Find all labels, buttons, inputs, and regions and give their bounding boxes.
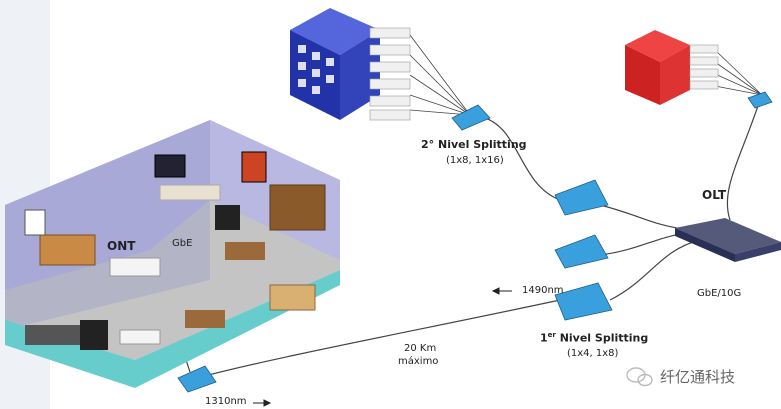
splitter-first-level	[554, 282, 613, 321]
splitter1-title-text: Nivel Splitting	[555, 331, 649, 345]
splitter1-ratio: (1x4, 1x8)	[567, 348, 619, 359]
olt-port-label: GbE/10G	[697, 288, 742, 299]
splitter-mid	[554, 234, 609, 269]
splitter1-title: 1er Nivel Splitting	[540, 331, 648, 345]
splitter-building	[451, 104, 491, 131]
watermark-text: 纤亿通科技	[660, 368, 736, 386]
splitter2-ratio: (1x8, 1x16)	[446, 155, 504, 166]
ont-port-label: GbE	[172, 238, 193, 249]
ont-room	[5, 120, 340, 388]
wechat-icon	[626, 367, 653, 387]
building-blue	[290, 8, 411, 121]
cable-splitter1-olt	[609, 239, 701, 301]
olt-label: OLT	[702, 188, 727, 202]
wavelength-arrows	[253, 287, 512, 407]
downstream-label: 1490nm	[522, 285, 564, 296]
distance-label-line2: máximo	[398, 356, 439, 367]
upstream-arrowhead	[263, 399, 272, 407]
building-red	[625, 30, 719, 105]
splitter-red-building	[747, 91, 773, 109]
cable-splitter-top-olt	[599, 204, 691, 231]
splitter-top	[554, 179, 609, 216]
splitter-ont-drop	[177, 365, 217, 393]
cable-ont-splitter1	[189, 299, 561, 381]
cable-red-building	[726, 99, 761, 221]
olt-device	[675, 218, 781, 262]
splitter1-ordinal: er	[547, 331, 556, 339]
splitter2-title: 2° Nivel Splitting	[421, 138, 527, 151]
ont-label: ONT	[107, 239, 136, 253]
upstream-label: 1310nm	[205, 396, 247, 407]
cable-splitter2-splitter	[484, 117, 561, 201]
splitters	[177, 91, 773, 393]
downstream-arrowhead	[491, 287, 500, 295]
splitter1-number: 1	[540, 331, 548, 345]
distance-label-line1: 20 Km	[404, 343, 437, 354]
